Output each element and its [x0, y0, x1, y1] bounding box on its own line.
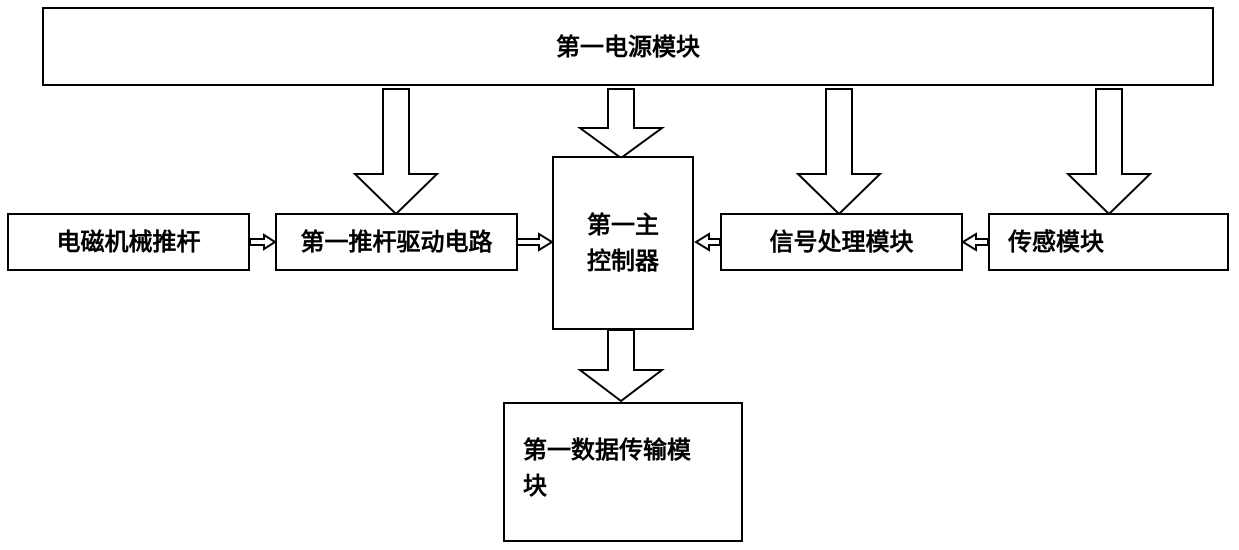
arrow-power-to-controller — [580, 89, 662, 158]
electromagnetic-pushrod-label: 电磁机械推杆 — [57, 224, 201, 260]
electromagnetic-pushrod-box: 电磁机械推杆 — [7, 213, 250, 271]
arrow-controller-to-data-module — [580, 330, 662, 401]
arrow-signal-to-controller — [696, 234, 720, 250]
power-module-label: 第一电源模块 — [556, 29, 700, 65]
data-transmission-module-box: 第一数据传输模 块 — [503, 402, 743, 542]
main-controller-box: 第一主 控制器 — [552, 156, 694, 330]
power-module-box: 第一电源模块 — [42, 7, 1214, 86]
pushrod-driver-circuit-box: 第一推杆驱动电路 — [275, 213, 518, 271]
arrow-driver-to-controller — [517, 234, 552, 250]
sensor-module-box: 传感模块 — [988, 213, 1229, 271]
arrow-sensor-to-signal — [963, 234, 988, 250]
arrow-pushrod-to-driver — [250, 235, 275, 249]
pushrod-driver-circuit-label: 第一推杆驱动电路 — [301, 224, 493, 260]
sensor-module-label: 传感模块 — [1008, 224, 1104, 260]
arrow-power-to-driver — [355, 89, 437, 214]
arrow-power-to-sensor — [1068, 89, 1150, 214]
arrow-power-to-signal — [798, 89, 880, 214]
signal-processing-module-box: 信号处理模块 — [720, 213, 963, 271]
main-controller-label: 第一主 控制器 — [587, 207, 659, 279]
data-transmission-module-label: 第一数据传输模 块 — [523, 432, 691, 504]
signal-processing-module-label: 信号处理模块 — [770, 224, 914, 260]
